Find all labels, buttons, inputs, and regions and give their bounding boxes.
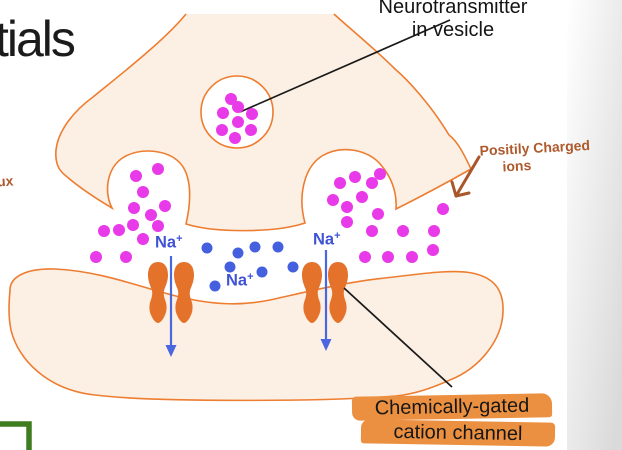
na-label-left: Na+ (155, 233, 183, 252)
dot (245, 124, 257, 136)
released-neurotransmitter-dots-right (327, 168, 449, 263)
dot (341, 216, 353, 228)
dot (232, 247, 244, 259)
postsynaptic-cell (8, 268, 504, 402)
channel-label-line2: cation channel (360, 419, 556, 447)
dot (232, 101, 244, 113)
na-label-right: Na+ (313, 230, 341, 249)
neurotransmitter-label-line1: Neurotransmitter (378, 0, 528, 18)
dot (428, 225, 440, 237)
dot (113, 224, 125, 236)
dot (341, 201, 353, 213)
dot (217, 107, 229, 119)
dot (128, 202, 140, 214)
dot (152, 163, 164, 175)
released-neurotransmitter-dots-left (90, 163, 171, 263)
na-charge: + (176, 233, 183, 245)
green-frame (0, 421, 32, 450)
dot (246, 108, 258, 120)
pointer-line-vesicle (239, 19, 451, 113)
dot (397, 225, 409, 237)
dot (130, 170, 142, 182)
dot (374, 168, 386, 180)
dot (327, 194, 339, 206)
dot (145, 209, 157, 221)
neurotransmitter-label-line2: in vesicle (411, 19, 495, 41)
dot (366, 177, 378, 189)
sodium-ion-dots (201, 241, 299, 292)
dot (127, 219, 139, 231)
dot (225, 93, 237, 105)
dot (137, 186, 149, 198)
dot (272, 241, 284, 253)
channel-label-line1: Chemically-gated (351, 393, 553, 421)
dot (137, 233, 149, 245)
cation-channel-right (302, 262, 348, 323)
page-edge-shadow (567, 0, 622, 450)
pointer-line-channel (343, 287, 453, 388)
dot (249, 241, 261, 253)
dot (120, 251, 132, 263)
neurotransmitter-dots-in-vesicle (216, 93, 258, 144)
dot (287, 261, 299, 273)
dot (224, 261, 236, 273)
neurotransmitter-label: Neurotransmitter in vesicle (358, 0, 548, 42)
dot (334, 177, 346, 189)
dot (98, 225, 110, 237)
dot (372, 208, 384, 220)
dot (232, 116, 244, 128)
dot (152, 220, 164, 232)
dot (427, 244, 439, 256)
dot (366, 225, 378, 237)
cation-channel-left (148, 262, 194, 323)
na-charge: + (334, 230, 341, 242)
dot (406, 251, 418, 263)
na-label-middle: Na+ (226, 271, 254, 290)
dot (90, 251, 102, 263)
dot (359, 251, 371, 263)
influx-handwriting-fragment: ux (0, 172, 14, 190)
dot (356, 191, 368, 203)
dot (437, 203, 449, 215)
dot (349, 171, 361, 183)
na-charge: + (247, 271, 254, 283)
dot (216, 124, 228, 136)
dot (229, 132, 241, 144)
dot (209, 280, 221, 292)
handdrawn-arrow (450, 155, 481, 198)
dot (382, 251, 394, 263)
slide-title-fragment: tials (0, 11, 76, 67)
dot (256, 266, 268, 278)
na-influx-arrow-left (165, 256, 177, 357)
dot (159, 200, 171, 212)
na-influx-arrow-right (320, 250, 332, 351)
dot (201, 242, 213, 254)
